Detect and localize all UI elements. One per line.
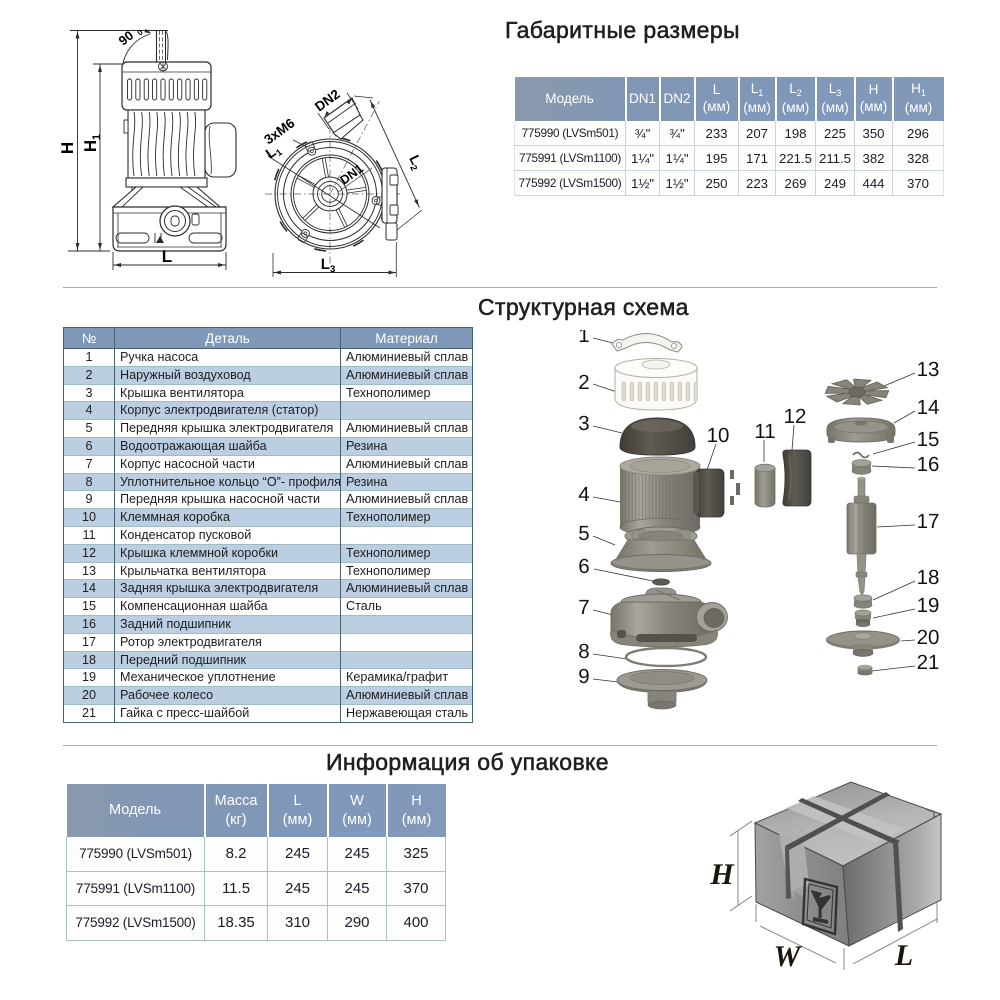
svg-text:3xM6: 3xM6 — [261, 115, 298, 147]
svg-text:H: H — [709, 858, 735, 891]
svg-text:DN1: DN1 — [338, 161, 366, 187]
svg-text:5: 5 — [578, 522, 589, 545]
svg-text:8: 8 — [578, 640, 589, 663]
svg-text:18: 18 — [917, 566, 940, 589]
svg-text:11: 11 — [754, 420, 775, 443]
svg-text:10: 10 — [707, 424, 730, 447]
svg-text:L2: L2 — [405, 152, 427, 172]
svg-text:19: 19 — [917, 594, 940, 617]
svg-text:9: 9 — [578, 665, 589, 688]
svg-text:14: 14 — [917, 396, 940, 419]
svg-text:W: W — [774, 940, 803, 970]
svg-text:12: 12 — [784, 405, 807, 428]
svg-text:L3: L3 — [321, 256, 335, 275]
svg-text:6: 6 — [578, 555, 589, 578]
svg-text:H: H — [60, 142, 77, 154]
svg-text:1: 1 — [578, 330, 589, 347]
svg-text:20: 20 — [917, 626, 940, 649]
svg-text:1: 1 — [91, 134, 103, 140]
svg-text:17: 17 — [917, 510, 940, 533]
svg-text:2: 2 — [578, 371, 589, 394]
svg-text:16: 16 — [917, 453, 940, 476]
svg-text:15: 15 — [917, 428, 940, 451]
svg-text:7: 7 — [578, 596, 589, 619]
svg-text:H: H — [81, 140, 100, 152]
svg-text:3: 3 — [578, 412, 589, 435]
svg-text:L: L — [894, 939, 913, 970]
svg-text:21: 21 — [917, 651, 940, 674]
svg-text:0: 0 — [136, 27, 145, 37]
svg-text:L: L — [162, 247, 172, 266]
svg-text:13: 13 — [917, 358, 940, 381]
svg-text:4: 4 — [578, 483, 589, 506]
